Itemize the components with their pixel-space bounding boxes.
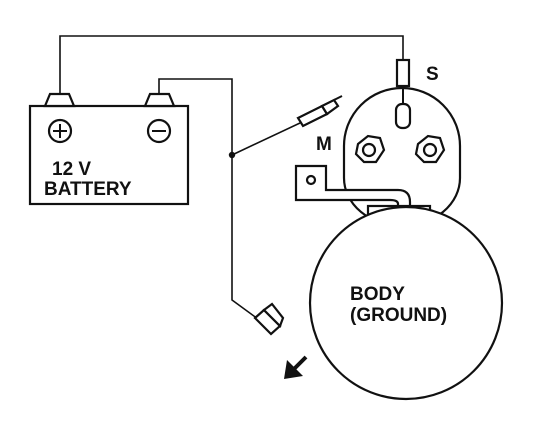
wire-positive-to-s: [59, 35, 404, 94]
motor-body: [308, 205, 504, 401]
battery-name-label: BATTERY: [44, 179, 132, 200]
test-clip-ground: [253, 302, 285, 336]
m-terminal-label: M: [316, 134, 332, 155]
solenoid-s-nut: [414, 134, 446, 164]
body-label-line1: BODY: [350, 284, 405, 305]
solenoid-s-lead-front: [394, 86, 412, 130]
wire-negative-to-ground: [158, 78, 259, 320]
test-clip-m: [296, 95, 343, 128]
battery-negative-post: [143, 92, 176, 108]
s-terminal-label: S: [426, 64, 439, 85]
wire-negative-to-m: [231, 122, 301, 156]
battery-positive-post: [43, 92, 76, 108]
battery-voltage-label: 12 V: [52, 159, 91, 180]
body-label-line2: (GROUND): [350, 305, 447, 326]
arrow-down-left-icon: [284, 355, 308, 379]
splice-dot: [228, 151, 236, 159]
strap-bolt-hole: [305, 174, 317, 186]
solenoid-m-nut: [354, 134, 386, 164]
